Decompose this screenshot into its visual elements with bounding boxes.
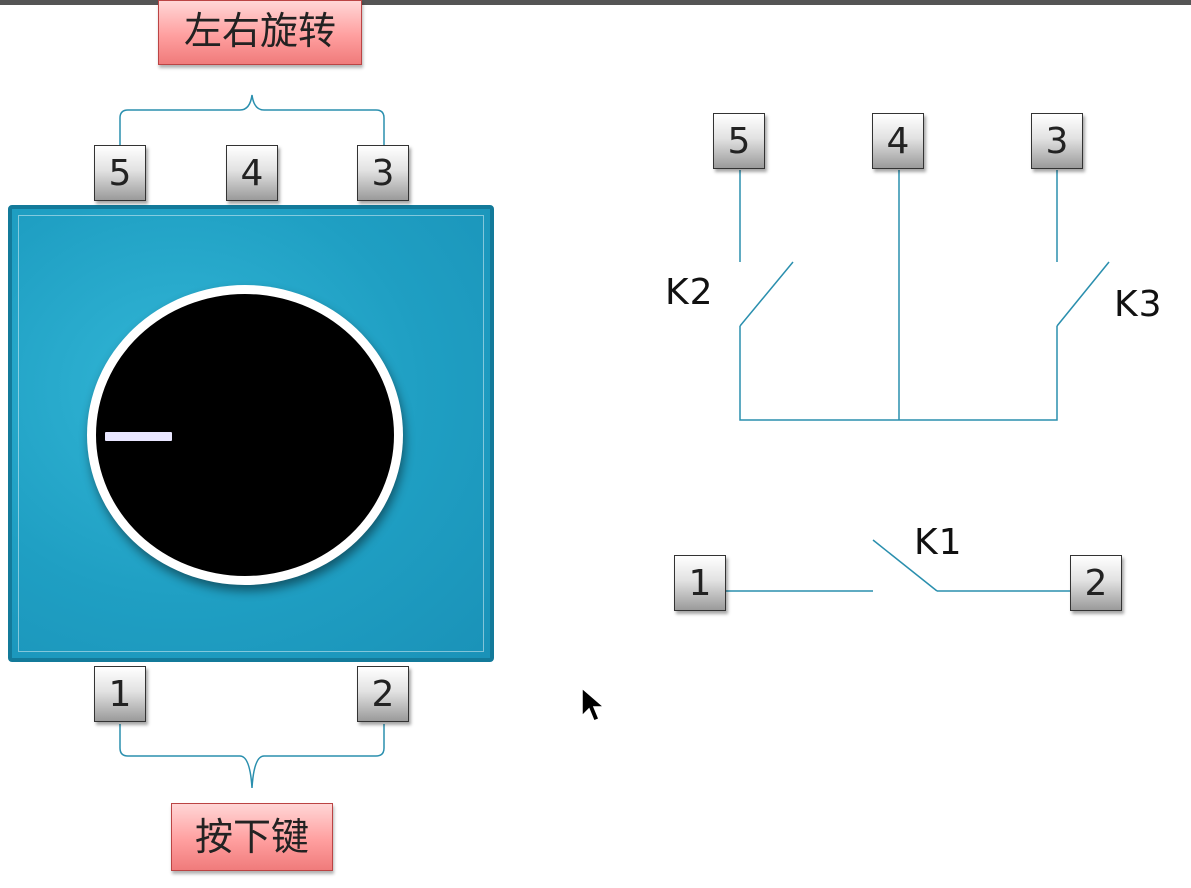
device-pin-2: 2 <box>357 666 409 722</box>
top-brace <box>119 94 385 145</box>
schematic-pin-2: 2 <box>1070 555 1122 611</box>
device-pin-5: 5 <box>94 145 146 201</box>
switch-label-k2: K2 <box>665 272 714 313</box>
press-callout: 按下键 <box>171 803 333 871</box>
device-pin-3: 3 <box>357 145 409 201</box>
bottom-brace <box>119 724 385 789</box>
rotate-callout-text: 左右旋转 <box>183 9 336 53</box>
switch-k2-blade <box>739 261 794 327</box>
knob-pointer-mark <box>105 432 172 441</box>
switch-label-k3: K3 <box>1114 284 1163 325</box>
schematic-pin-3: 3 <box>1031 113 1083 169</box>
common-bus <box>739 326 1058 421</box>
rotate-callout: 左右旋转 <box>158 0 362 65</box>
switch-k3-blade <box>1056 261 1110 327</box>
schematic-pin-5: 5 <box>713 113 765 169</box>
device-pin-4: 4 <box>226 145 278 201</box>
window-top-bar <box>0 0 1191 5</box>
press-callout-text: 按下键 <box>194 815 309 859</box>
schematic-pin-4: 4 <box>872 113 924 169</box>
switch-k1-blade <box>872 539 938 592</box>
device-pin-1: 1 <box>94 666 146 722</box>
mouse-pointer-icon <box>581 686 607 722</box>
switch-label-k1: K1 <box>914 522 963 563</box>
encoder-body-inner-border <box>18 215 484 652</box>
schematic-pin-1: 1 <box>674 555 726 611</box>
